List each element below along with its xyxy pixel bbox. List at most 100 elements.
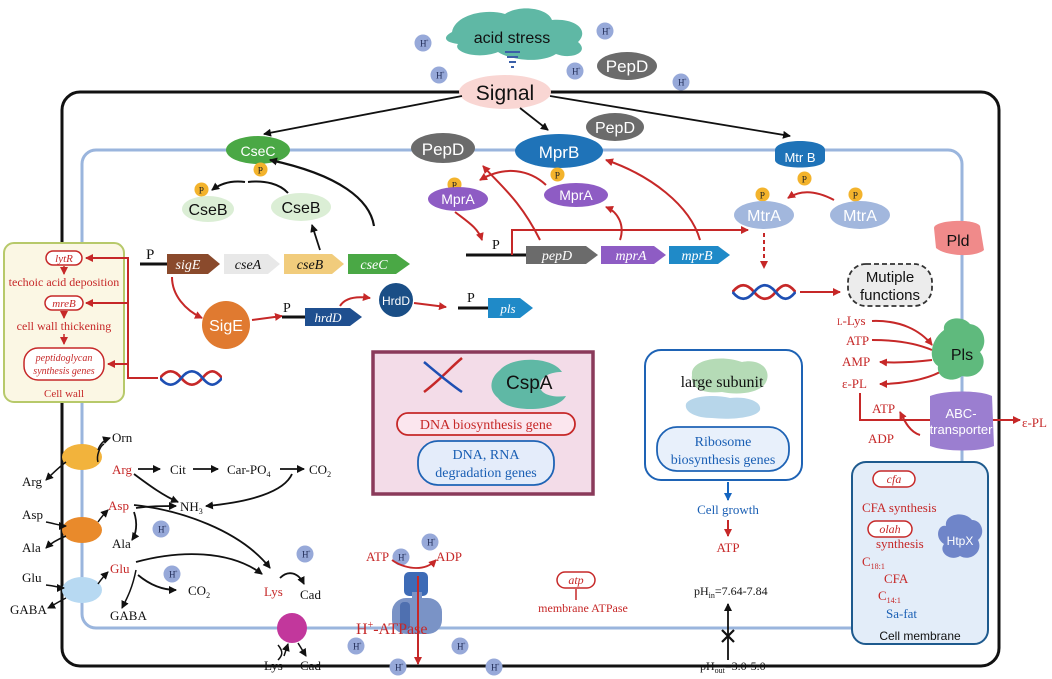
peptidoglycan-line1: peptidoglycan xyxy=(35,353,93,364)
csea-gene xyxy=(224,254,280,274)
carpo-label: Car-PO xyxy=(227,462,266,477)
proton-icon xyxy=(430,66,448,84)
degradation-genes-box xyxy=(417,440,555,486)
cfa-product-label: CFA xyxy=(884,571,909,586)
cit-label: Cit xyxy=(170,462,186,477)
cspa-protein-label: CspA xyxy=(506,373,553,394)
pls-gene-label: pls xyxy=(499,301,515,316)
mpra-gene-label: mprA xyxy=(615,249,647,264)
pepd-extracellular-label: PepD xyxy=(606,57,649,76)
gaba-out-label: GABA xyxy=(10,602,47,617)
signal-wave-icon xyxy=(505,51,520,68)
dna-biosynthesis-gene-box xyxy=(396,412,576,436)
pepd-membrane xyxy=(411,133,475,163)
acid-stress-label: acid stress xyxy=(474,30,550,47)
svg-text:pHout=3.0-5.0: pHout=3.0-5.0 xyxy=(700,659,766,675)
cell-membrane-box xyxy=(851,461,989,645)
pls-atp-label: ATP xyxy=(846,333,869,348)
sige-to-hrdd-arrow xyxy=(251,312,283,321)
arg-out-label: Arg xyxy=(22,474,42,489)
asp-out-label: Asp xyxy=(22,507,43,522)
svg-text:CO2: CO2 xyxy=(188,583,210,600)
glu-gaba-antiporter xyxy=(62,577,102,603)
pld-protein xyxy=(934,220,984,256)
dna-biosynthesis-gene-label: DNA biosynthesis gene xyxy=(420,418,552,433)
hatpase-atp-label: ATP xyxy=(366,549,389,564)
mtrb-to-mtra-arrow xyxy=(787,190,835,201)
abc-line1: ABC- xyxy=(945,406,976,421)
proton-icon xyxy=(672,73,690,91)
mpra-phospho-label: MprA xyxy=(441,191,475,207)
proton-icon xyxy=(347,637,365,655)
mprb-gene xyxy=(669,246,730,264)
co2-label: CO xyxy=(309,462,327,477)
pls-promoter-label: P xyxy=(467,291,475,306)
ala-in-label: Ala xyxy=(112,536,131,551)
signal-node xyxy=(459,75,551,109)
peptidoglycan-gene-box xyxy=(23,347,105,381)
cad-in-label: Cad xyxy=(300,587,321,602)
atp-gene-label: atp xyxy=(568,573,583,587)
cseb-gene-label: cseB xyxy=(297,258,324,273)
cspa-protein xyxy=(491,359,566,410)
pepd-membrane-label: PepD xyxy=(422,140,465,159)
nh3-label: NH xyxy=(180,499,199,514)
mpra-free xyxy=(544,183,608,207)
mpra-phospho xyxy=(428,187,488,211)
mpra-gene-to-protein-arrow xyxy=(605,206,623,241)
cseb-free xyxy=(271,193,331,221)
proton-icon xyxy=(596,22,614,40)
svg-text:C14:1: C14:1 xyxy=(878,588,901,605)
htpx-label: HtpX xyxy=(947,534,974,548)
ph-in-sub: in xyxy=(709,591,715,600)
ribosome-genes-line2: biosynthesis genes xyxy=(671,453,776,468)
proton-icon xyxy=(451,637,469,655)
csec-kinase xyxy=(226,136,290,164)
sa-fat-label: Sa-fat xyxy=(886,606,917,621)
asp-ala-antiporter xyxy=(62,517,102,543)
mreb-gene-box xyxy=(44,295,84,311)
mprb-kinase-label: MprB xyxy=(539,143,580,162)
cseb-phospho-label: CseB xyxy=(188,202,227,219)
cseb-gene xyxy=(284,254,344,274)
svg-text:L-Lys: L-Lys xyxy=(837,313,866,328)
signal-label: Signal xyxy=(476,82,534,105)
mtrb-kinase xyxy=(775,141,825,168)
phosphate-icon xyxy=(253,162,268,177)
cfa-gene-box xyxy=(872,470,916,488)
phosphate-icon xyxy=(848,187,863,202)
multiple-functions-line2: functions xyxy=(860,287,920,304)
lys-in-label: Lys xyxy=(264,584,283,599)
proton-icon xyxy=(485,658,503,676)
degradation-line2: degradation genes xyxy=(435,466,536,481)
olah-synthesis-label: synthesis xyxy=(876,536,924,551)
glu-co2-label: CO xyxy=(188,583,206,598)
glu-out-label: Glu xyxy=(22,570,42,585)
mpr-promoter-label: P xyxy=(492,238,500,253)
orn-out-label: Orn xyxy=(112,430,133,445)
ph-in-value: =7.64-7.84 xyxy=(715,584,768,598)
c14-sub: 14:1 xyxy=(887,596,901,605)
gaba-in-label: GABA xyxy=(110,608,147,623)
glu-in-label: Glu xyxy=(110,561,130,576)
thickening-label: cell wall thickening xyxy=(17,319,112,333)
mprb-gene-label: mprB xyxy=(681,249,713,264)
sige-protein-label: SigE xyxy=(209,318,243,335)
dna-double-helix-icon xyxy=(423,357,463,394)
carpo-sub: 4 xyxy=(266,470,270,479)
hrdd-protein-label: HrdD xyxy=(382,294,410,308)
pls-epl-label: ε-PL xyxy=(842,376,867,391)
svg-text:H+-ATPase: H+-ATPase xyxy=(356,620,427,638)
ph-in-prefix: pH xyxy=(694,584,709,598)
cseb-gene-to-protein-arrow xyxy=(310,224,321,251)
abc-atp-label: ATP xyxy=(872,401,895,416)
multiple-functions-line1: Mutiple xyxy=(866,269,914,286)
pls-protein-label: Pls xyxy=(951,347,973,364)
mtra-free-label: MtrA xyxy=(843,208,877,225)
sige-gene-label: sigE xyxy=(176,258,201,273)
proton-icon xyxy=(421,533,439,551)
hatpase-adp-label: ADP xyxy=(436,549,462,564)
c14-label: C xyxy=(878,588,887,603)
hatpase-label-rest: -ATPase xyxy=(373,621,427,638)
pls-gene xyxy=(488,298,533,318)
